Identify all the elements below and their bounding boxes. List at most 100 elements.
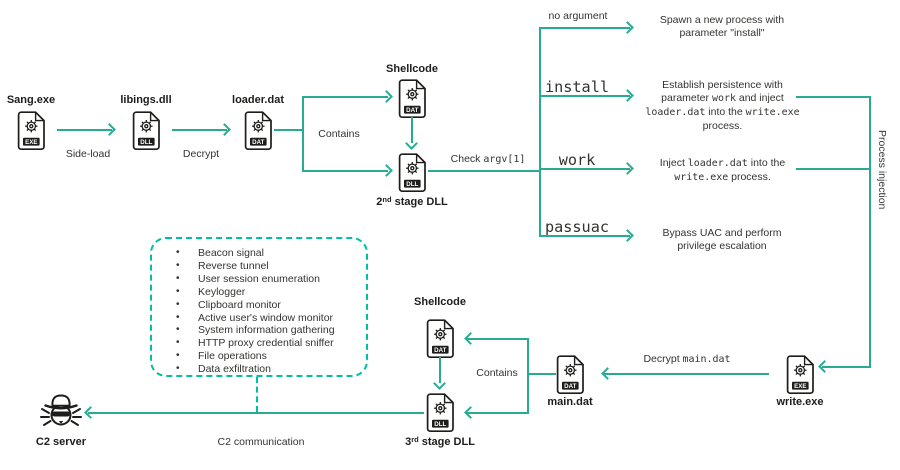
stage3-ordinal: rd — [411, 434, 419, 444]
capabilities-list: Beacon signalReverse tunnelUser session … — [152, 247, 366, 376]
branch-desc-work: Inject loader.dat into the write.exe pro… — [640, 157, 805, 184]
branch-label-passuac: passuac — [544, 218, 609, 236]
arrowhead-right-icon — [218, 123, 231, 136]
text-segment: into the — [747, 157, 786, 169]
text-segment: Inject — [659, 157, 688, 169]
text-segment: work — [711, 93, 736, 105]
text-segment: into the — [705, 105, 746, 118]
arrow-shellcode-to-stage2 — [411, 117, 413, 143]
file-dat-icon: DAT — [243, 111, 274, 151]
arrow-decrypt-main — [604, 373, 769, 375]
branch-spine — [539, 27, 541, 237]
arrow-contains-shellcode-bottom — [467, 338, 529, 340]
capability-item: System information gathering — [176, 324, 366, 337]
file-dat-icon: DAT — [555, 355, 586, 395]
capability-item: Keylogger — [176, 286, 366, 299]
edge-label-contains-top: Contains — [318, 128, 360, 140]
arrow-contains-stage2 — [303, 170, 388, 172]
connector — [796, 168, 871, 170]
file-dll-icon: DLL — [425, 393, 456, 433]
arrowhead-right-icon — [621, 21, 634, 34]
file-exe-icon: EXE — [16, 111, 47, 151]
stage2-num: 2 — [376, 196, 383, 208]
capability-item: User session enumeration — [176, 273, 366, 286]
connector-check-argv — [428, 170, 540, 172]
text-segment: Establish persistence with parameter — [661, 79, 783, 105]
capabilities-box: Beacon signalReverse tunnelUser session … — [150, 237, 368, 377]
branch-desc-install: Establish persistence with parameter wor… — [645, 79, 800, 133]
capability-item: Clipboard monitor — [176, 299, 366, 312]
text-segment: Bypass UAC and perform privilege escalat… — [662, 227, 782, 253]
file-dat-icon: DAT — [425, 319, 456, 359]
capability-item: HTTP proxy credential sniffer — [176, 337, 366, 350]
arrowhead-right-icon — [380, 164, 393, 177]
file-dll-icon: DLL — [397, 153, 428, 193]
node-label-stage2-dll: 2nd stage DLL — [357, 194, 467, 209]
text-segment: process. — [728, 170, 771, 183]
connector-process-injection — [869, 96, 871, 368]
node-label-libings-dll: libings.dll — [120, 94, 172, 106]
text-segment: main.dat — [682, 354, 731, 365]
branch-desc-no-argument: Spawn a new process with parameter "inst… — [642, 14, 802, 41]
arrowhead-right-icon — [103, 123, 116, 136]
svg-text:DAT: DAT — [252, 139, 264, 146]
branch-label-install: install — [544, 78, 609, 96]
arrowhead-left-icon — [464, 406, 477, 419]
capability-item: Data exfiltration — [176, 363, 366, 376]
arrow-contains-shellcode — [303, 96, 388, 98]
file-exe-icon: EXE — [785, 355, 816, 395]
arrow-sideload — [57, 129, 112, 131]
stage3-num: 3 — [405, 436, 412, 448]
connector — [529, 373, 556, 375]
edge-label-process-injection: Process injection — [876, 130, 888, 210]
arrowhead-down-icon — [433, 377, 446, 390]
text-segment: loader.dat — [687, 158, 748, 169]
node-label-sang-exe: Sang.exe — [6, 94, 56, 106]
text-segment: and inject — [735, 92, 784, 105]
arrow-branch-install — [540, 95, 630, 97]
branch-desc-passuac: Bypass UAC and perform privilege escalat… — [647, 227, 797, 254]
text-segment: process. — [702, 119, 743, 132]
connector — [274, 129, 304, 131]
arrow-contains-stage3 — [467, 412, 529, 414]
edge-label-c2-communication: C2 communication — [217, 436, 305, 448]
arrowhead-left-icon — [818, 360, 831, 373]
arrowhead-left-icon — [601, 367, 614, 380]
file-dat-icon: DAT — [397, 79, 428, 119]
stage2-rest: stage DLL — [391, 196, 448, 208]
arrow-branch-work — [540, 168, 630, 170]
edge-label-side-load: Side-load — [65, 148, 111, 160]
branch-label-no-argument: no argument — [548, 10, 608, 22]
text-segment: Spawn a new process with parameter "inst… — [659, 14, 785, 40]
node-label-stage3-dll: 3rd stage DLL — [385, 434, 495, 449]
branch-label-work: work — [558, 151, 596, 169]
arrow-branch-noargument — [540, 27, 630, 29]
text-segment: loader.dat — [645, 106, 706, 118]
file-dll-icon: DLL — [131, 111, 162, 151]
connector — [302, 96, 304, 172]
connector — [527, 338, 529, 414]
arrow-decrypt — [172, 129, 227, 131]
node-label-c2-server: C2 server — [35, 436, 87, 448]
text-segment: write.exe — [745, 106, 800, 118]
arrowhead-left-icon — [464, 332, 477, 345]
svg-text:EXE: EXE — [25, 139, 37, 146]
stage2-ordinal: nd — [382, 194, 392, 204]
arrow-shellcode-to-stage3 — [439, 357, 441, 383]
node-label-loader-dat: loader.dat — [232, 94, 284, 106]
capability-item: Beacon signal — [176, 247, 366, 260]
edge-label-contains-bottom: Contains — [476, 367, 518, 379]
spy-hacker-icon — [40, 394, 82, 426]
svg-text:DLL: DLL — [140, 139, 152, 146]
svg-text:DLL: DLL — [434, 421, 446, 428]
edge-label-decrypt: Decrypt — [182, 148, 220, 160]
arrow-c2-communication — [88, 412, 424, 414]
text-segment: argv[1] — [483, 154, 526, 165]
arrowhead-right-icon — [380, 90, 393, 103]
node-label-main-dat: main.dat — [547, 396, 593, 408]
stage3-rest: stage DLL — [418, 436, 475, 448]
text-segment: write.exe — [674, 171, 729, 183]
arrowhead-left-icon — [84, 406, 97, 419]
capability-item: Reverse tunnel — [176, 260, 366, 273]
